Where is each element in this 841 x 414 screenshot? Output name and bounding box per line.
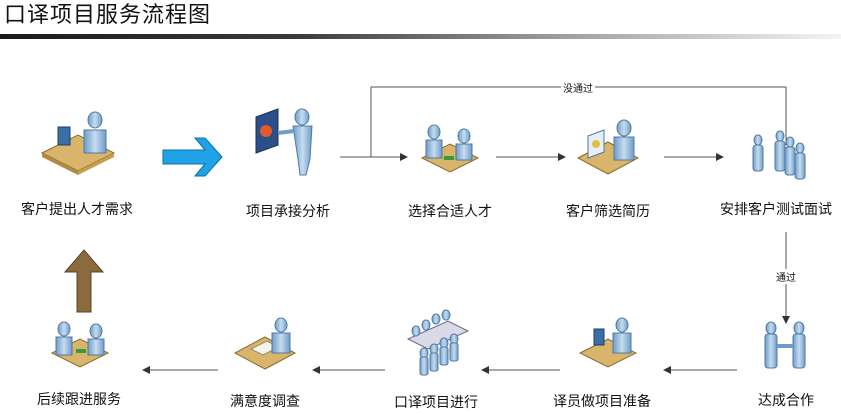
brown-arrow-up [63,249,105,313]
node-label-6: 达成合作 [758,393,814,409]
resume-review-icon [576,119,640,175]
survey-icon [233,317,297,370]
node-label-8: 口译项目进行 [394,395,478,411]
node-label-7: 译员做项目准备 [553,394,651,410]
title-divider [0,34,841,39]
page-title: 口译项目服务流程图 [4,3,212,28]
preparation-icon [578,317,638,368]
edge-label-not-passed: 没通过 [561,80,595,95]
edge-label-passed: 通过 [774,269,798,284]
node-label-4: 客户筛选简历 [566,204,650,220]
presenter-icon [255,108,313,176]
handshake-icon [764,321,806,369]
node-label-5: 安排客户测试面试 [720,202,832,218]
group-people-icon [752,130,806,180]
node-label-2: 项目承接分析 [246,204,330,220]
desk-worker-icon [40,111,116,175]
blue-arrow-right [162,137,223,177]
node-label-1: 客户提出人才需求 [21,202,133,218]
meeting-icon [420,124,480,173]
node-label-9: 满意度调查 [230,394,300,410]
follow-up-icon [50,321,110,368]
node-label-10: 后续跟进服务 [37,392,121,408]
conference-icon [406,309,470,376]
node-label-3: 选择合适人才 [408,204,492,220]
